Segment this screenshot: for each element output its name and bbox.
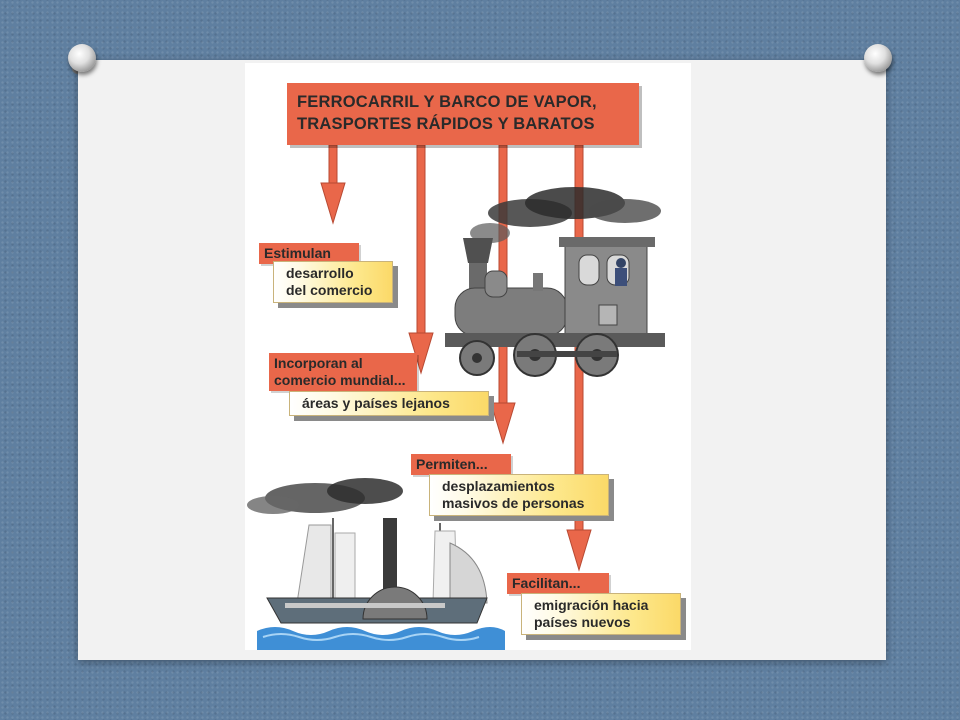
steamship-illustration	[247, 478, 505, 650]
arrow-estimulan	[320, 144, 346, 225]
diagram-title-line-1: FERROCARRIL Y BARCO DE VAPOR,	[297, 93, 597, 111]
step-incorporan-effect: áreas y países lejanos	[289, 391, 489, 416]
pushpin-icon	[864, 44, 892, 74]
step-facilitan-label: Facilitan...	[507, 573, 609, 594]
arrow-incorporan	[408, 144, 434, 375]
step-estimulan-effect: desarrollo del comercio	[273, 261, 393, 303]
effect-line: masivos de personas	[442, 495, 585, 511]
step-incorporan-label: Incorporan al comercio mundial...	[269, 353, 417, 391]
effect-line: áreas y países lejanos	[302, 395, 450, 411]
step-facilitan-effect: emigración hacia países nuevos	[521, 593, 681, 635]
step-permiten-effect: desplazamientos masivos de personas	[429, 474, 609, 516]
pushpin-icon	[68, 44, 96, 74]
step-permiten-label: Permiten...	[411, 454, 511, 475]
effect-line: emigración hacia	[534, 597, 649, 613]
diagram-figure: FERROCARRIL Y BARCO DE VAPOR, TRASPORTES…	[245, 63, 691, 650]
effect-line: del comercio	[286, 282, 373, 298]
effect-line: desplazamientos	[442, 478, 555, 494]
label-line: Incorporan al	[274, 355, 363, 371]
diagram-title-line-2: TRASPORTES RÁPIDOS Y BARATOS	[297, 115, 595, 133]
effect-line: países nuevos	[534, 614, 631, 630]
effect-line: desarrollo	[286, 265, 354, 281]
step-estimulan-label: Estimulan	[259, 243, 359, 264]
diagram-title-box: FERROCARRIL Y BARCO DE VAPOR, TRASPORTES…	[287, 83, 639, 145]
diagram-artwork	[247, 144, 665, 650]
locomotive-illustration	[445, 187, 665, 377]
label-line: comercio mundial...	[274, 372, 406, 388]
